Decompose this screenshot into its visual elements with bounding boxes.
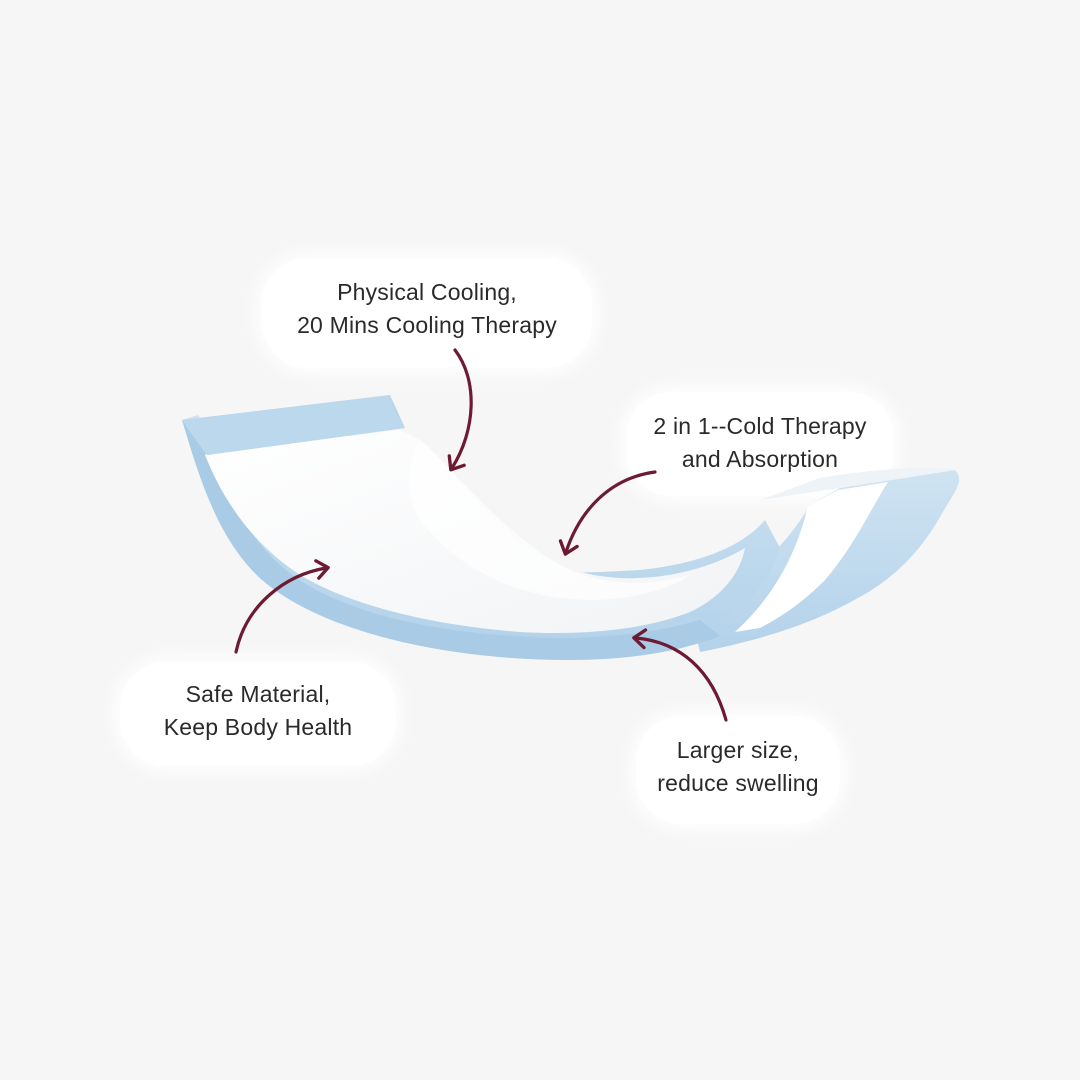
callout-safe-line2: Keep Body Health	[163, 714, 353, 740]
callout-larger-line1: Larger size,	[676, 737, 800, 763]
callout-larger: Larger size, reduce swelling	[636, 734, 840, 800]
callout-bubble-safe	[120, 662, 396, 766]
callout-cooling-line1: Physical Cooling,	[337, 279, 517, 305]
callout-two-in-one: 2 in 1--Cold Therapy and Absorption	[626, 410, 894, 476]
callout-safe-line1: Safe Material,	[185, 681, 331, 707]
callout-cooling: Physical Cooling, 20 Mins Cooling Therap…	[262, 276, 592, 342]
callout-cooling-line2: 20 Mins Cooling Therapy	[297, 312, 557, 338]
callout-bubble-cooling	[262, 258, 592, 368]
arrow-two-in-one	[558, 470, 657, 556]
callout-two-in-one-line2: and Absorption	[681, 446, 839, 472]
pad-right-end	[690, 468, 960, 652]
arrow-safe	[234, 559, 330, 654]
arrow-larger	[632, 628, 728, 722]
callout-bubble-larger	[636, 716, 840, 824]
arrow-cooling	[447, 348, 473, 472]
callout-safe: Safe Material, Keep Body Health	[120, 678, 396, 744]
pad-top-surface	[182, 395, 745, 634]
callout-two-in-one-line1: 2 in 1--Cold Therapy	[653, 413, 867, 439]
callout-larger-line2: reduce swelling	[657, 770, 819, 796]
